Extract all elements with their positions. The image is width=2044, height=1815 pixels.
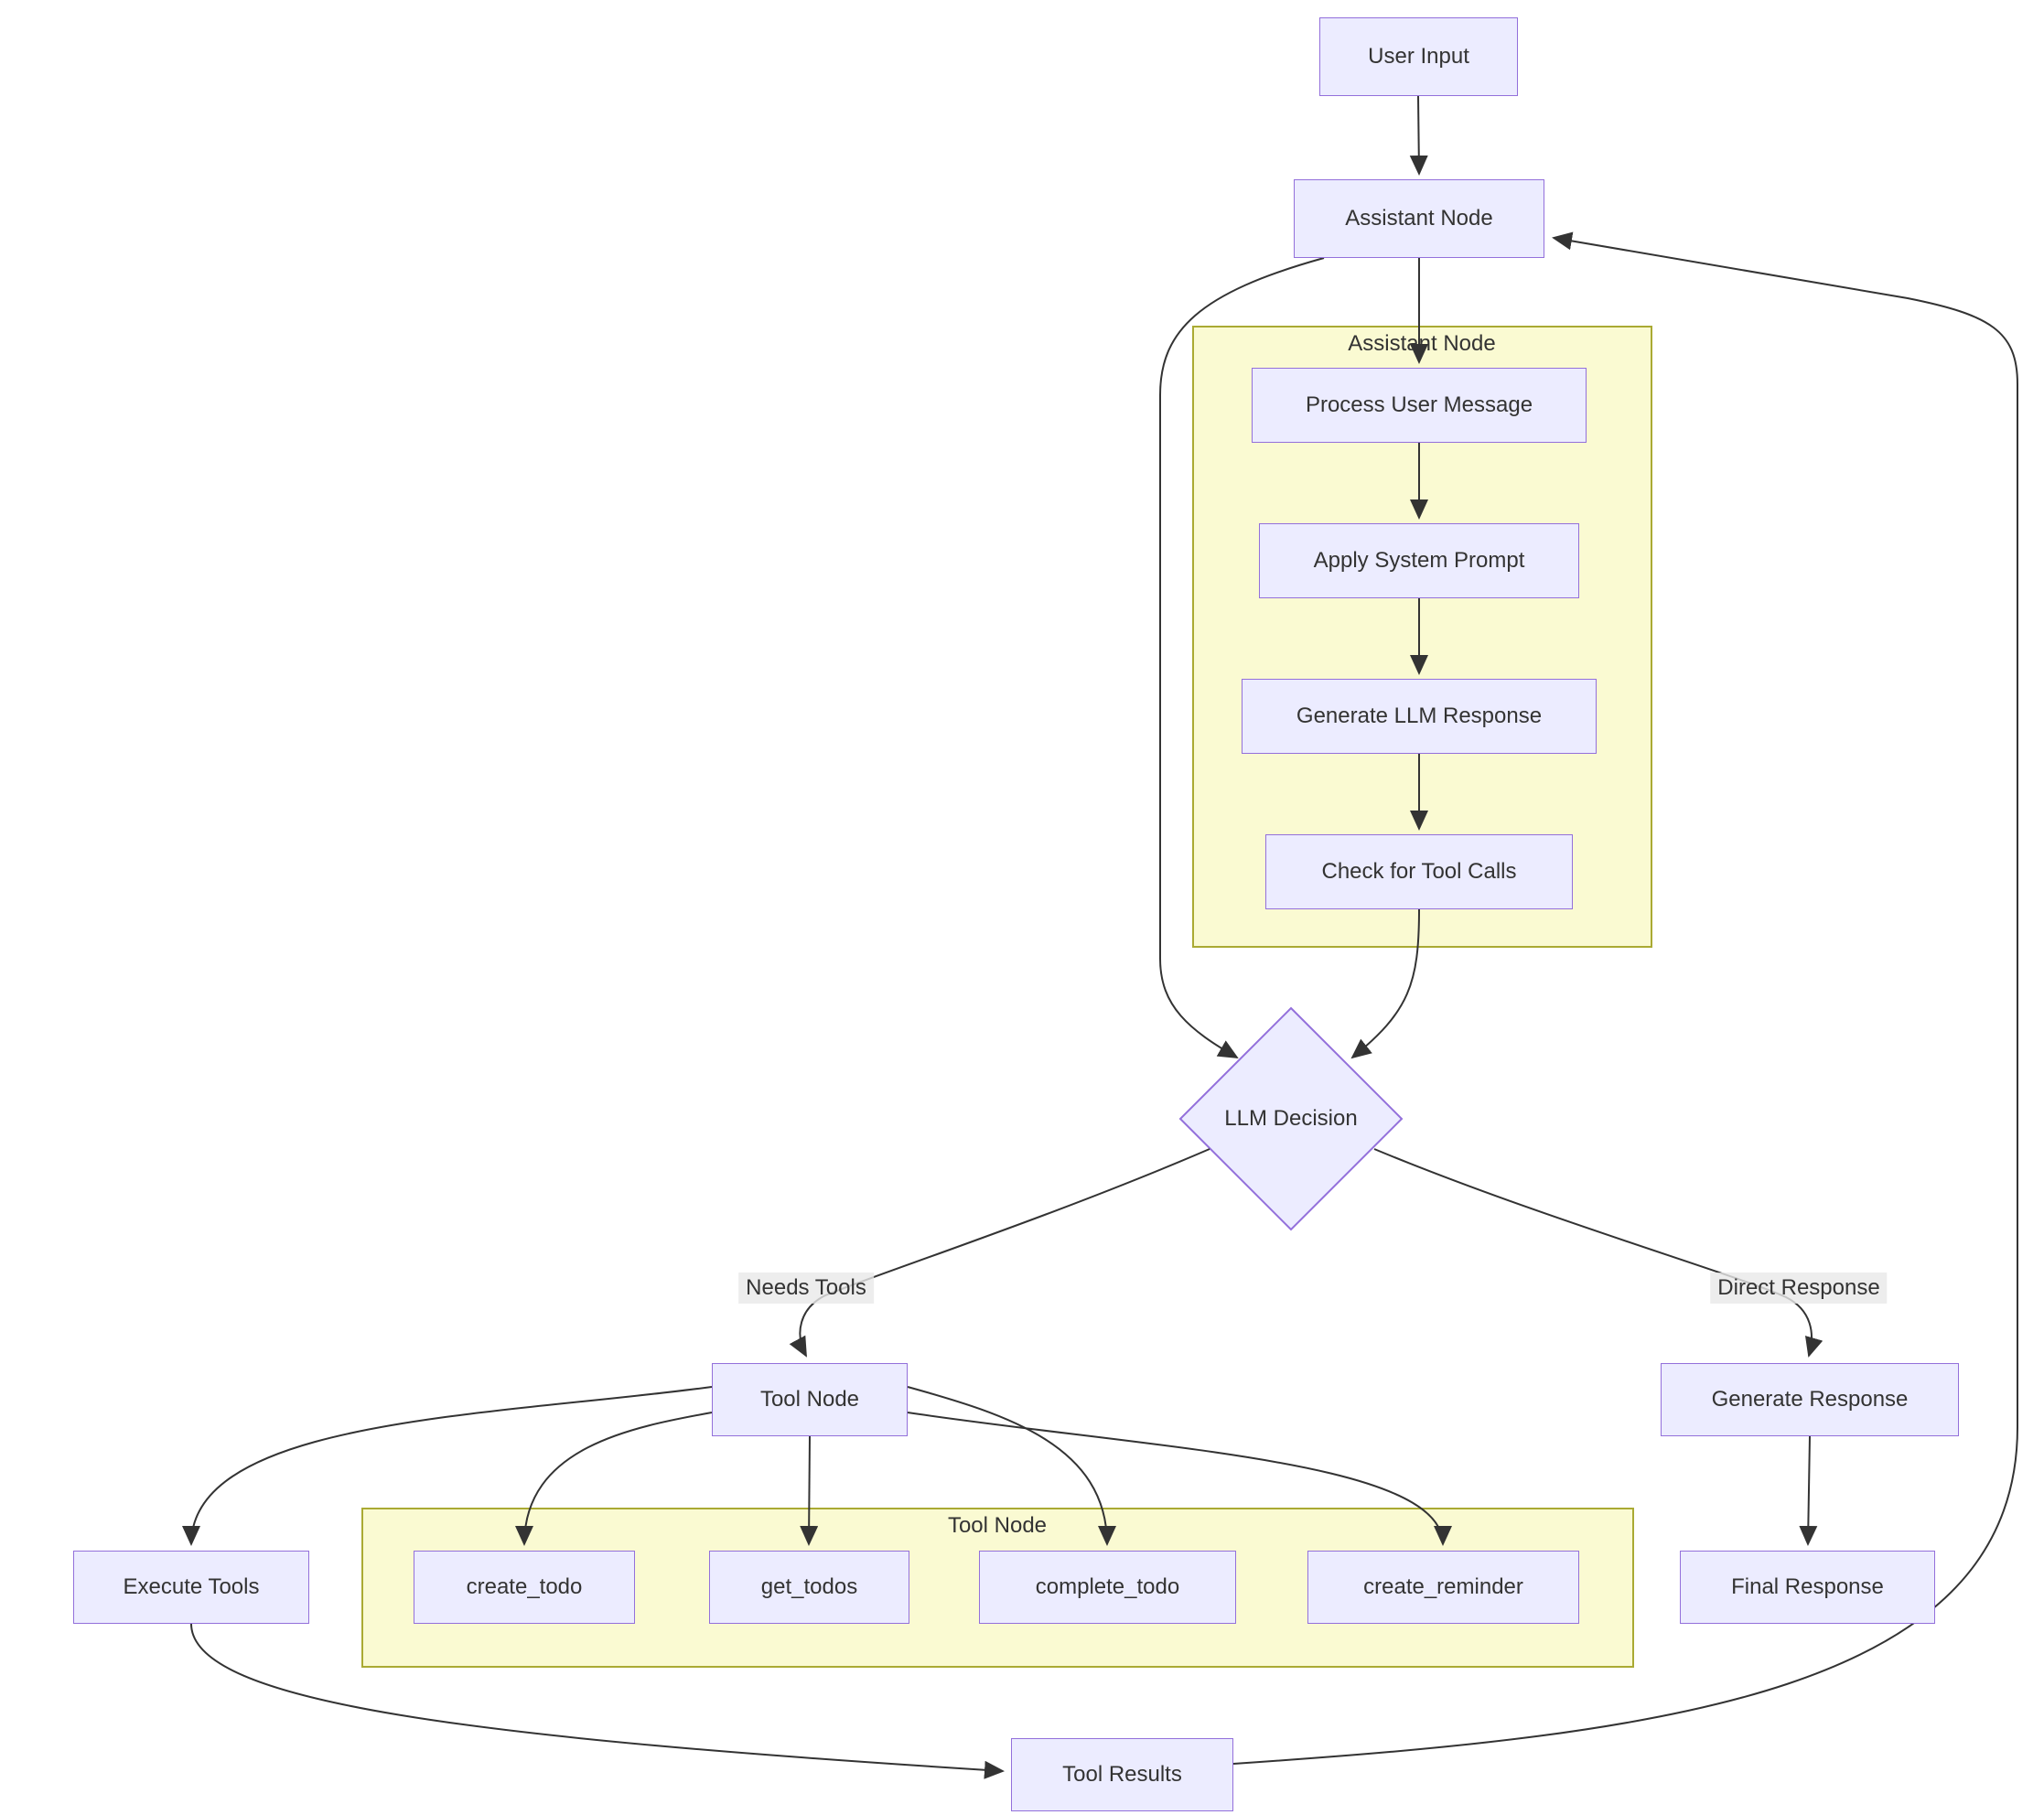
node-create-todo-label: create_todo <box>466 1574 583 1599</box>
edge-toolresults-assistant <box>1232 231 2018 1765</box>
subgraph-title-assistant-node: Assistant Node <box>1348 331 1496 356</box>
node-create-reminder-label: create_reminder <box>1363 1574 1523 1599</box>
node-complete-todo: complete_todo <box>979 1551 1236 1624</box>
node-get-todos-label: get_todos <box>760 1574 858 1599</box>
edge-toolnode-createtodo <box>515 1412 713 1546</box>
node-assistant-node-label: Assistant Node <box>1345 206 1493 231</box>
node-execute-tools: Execute Tools <box>73 1551 309 1624</box>
subgraph-title-tool-node: Tool Node <box>947 1513 1048 1538</box>
edge-user-input-assistant <box>1409 95 1428 176</box>
node-final-response: Final Response <box>1680 1551 1935 1624</box>
edge-executetools-toolresults <box>190 1623 1005 1779</box>
edge-decision-generateresponse <box>1373 1148 1823 1358</box>
node-check-for-tool-calls-label: Check for Tool Calls <box>1321 859 1517 884</box>
node-create-todo: create_todo <box>414 1551 635 1624</box>
node-get-todos: get_todos <box>709 1551 909 1624</box>
node-user-input: User Input <box>1319 17 1518 96</box>
edge-toolnode-executetools <box>182 1386 713 1546</box>
node-assistant-node: Assistant Node <box>1294 179 1544 258</box>
edge-toolnode-completetodo <box>907 1386 1116 1546</box>
node-llm-decision: LLM Decision <box>1224 1106 1358 1131</box>
node-create-reminder: create_reminder <box>1307 1551 1579 1624</box>
node-check-for-tool-calls: Check for Tool Calls <box>1265 834 1573 909</box>
node-tool-node: Tool Node <box>712 1363 908 1436</box>
node-complete-todo-label: complete_todo <box>1035 1574 1180 1599</box>
edge-label-direct-response: Direct Response <box>1710 1273 1888 1304</box>
node-generate-llm-response-label: Generate LLM Response <box>1296 703 1543 728</box>
edge-check-decision <box>1350 908 1420 1059</box>
node-execute-tools-label: Execute Tools <box>123 1574 260 1599</box>
node-process-user-message-label: Process User Message <box>1305 392 1533 417</box>
node-process-user-message: Process User Message <box>1252 368 1587 443</box>
node-generate-response: Generate Response <box>1661 1363 1959 1436</box>
edge-decision-toolnode <box>789 1148 1210 1358</box>
llm-decision-diamond-shape <box>1178 1006 1404 1231</box>
node-generate-llm-response: Generate LLM Response <box>1242 679 1597 754</box>
node-apply-system-prompt-label: Apply System Prompt <box>1313 548 1525 573</box>
node-apply-system-prompt: Apply System Prompt <box>1259 523 1579 598</box>
edge-generateresponse-finalresponse <box>1799 1435 1818 1546</box>
edge-toolnode-gettodos <box>800 1435 819 1546</box>
node-user-input-label: User Input <box>1368 44 1469 69</box>
edge-toolnode-createreminder <box>907 1412 1452 1546</box>
node-tool-node-label: Tool Node <box>759 1387 860 1412</box>
node-tool-results-label: Tool Results <box>1062 1762 1182 1787</box>
node-tool-results: Tool Results <box>1011 1738 1233 1811</box>
node-final-response-label: Final Response <box>1731 1574 1884 1599</box>
node-generate-response-label: Generate Response <box>1711 1387 1909 1412</box>
edge-assistant-decision <box>1159 257 1325 1058</box>
edge-label-needs-tools: Needs Tools <box>738 1273 874 1304</box>
